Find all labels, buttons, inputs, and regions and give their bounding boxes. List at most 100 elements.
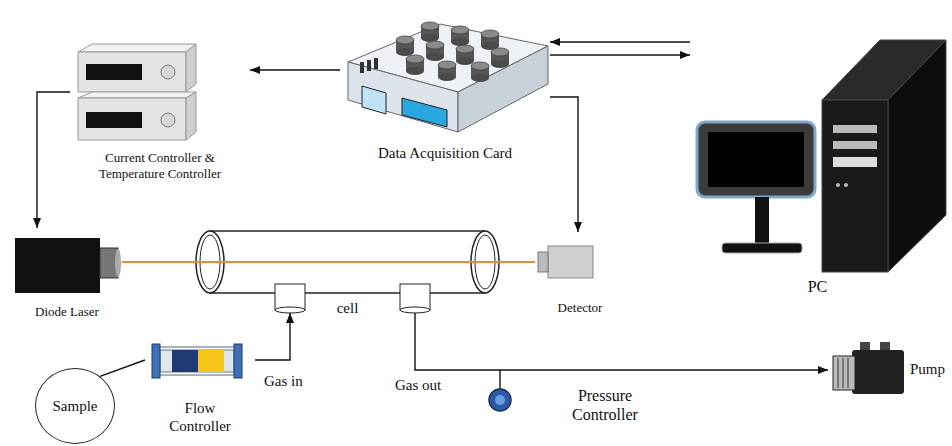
controller-illustration (186, 92, 196, 140)
node-label: PC (690, 277, 945, 296)
controller-unit: Current Controller & Temperature Control… (70, 40, 250, 181)
text-group: Pump (910, 360, 945, 378)
text-group: Detector (535, 300, 625, 316)
cell-illustration (275, 284, 305, 310)
edge-label-patch: Gas out (393, 376, 443, 394)
cell-illustration (400, 307, 430, 313)
controller-illustration (86, 112, 142, 128)
node-label: Flow Controller (158, 399, 242, 435)
gas-cell: cell (190, 225, 505, 313)
cell-illustration (400, 284, 430, 310)
daq-card: Data Acquisition Card (340, 8, 550, 162)
connector (550, 97, 578, 232)
pressure-gauge-illustration (489, 389, 511, 411)
controller-illustration (78, 98, 186, 140)
text-group: cell (190, 299, 505, 317)
daq-illustration (402, 98, 447, 127)
daq-illustration (396, 36, 414, 56)
computer-illustration (697, 122, 815, 197)
connector (37, 92, 70, 228)
daq-illustration (348, 22, 548, 132)
node-label: Current Controller & Temperature Control… (85, 150, 235, 181)
detector-illustration (548, 246, 593, 278)
laser-illustration (115, 249, 121, 277)
flow-controller-illustration (160, 350, 234, 372)
flow-controller-illustration (160, 375, 234, 376)
daq-illustration (491, 48, 509, 68)
pressure-controller: Pressure Controller (488, 386, 668, 424)
sample-bag: Sample (35, 368, 115, 444)
flow-controller-illustration (152, 344, 160, 378)
node-label: Pressure Controller (550, 386, 660, 424)
daq-illustration (362, 86, 386, 114)
laser-source: Diode Laser (12, 228, 122, 320)
detector-illustration (538, 252, 548, 272)
computer-illustration (822, 100, 888, 272)
connector (255, 313, 290, 360)
flow-controller: Flow Controller (145, 342, 255, 435)
daq-illustration (374, 58, 378, 69)
pump-illustration (880, 342, 890, 351)
controller-illustration (78, 44, 196, 52)
text-group: Data Acquisition Card (340, 144, 550, 162)
computer-illustration (836, 183, 840, 187)
computer-illustration (755, 197, 769, 243)
computer-illustration (833, 125, 877, 133)
node-label: Data Acquisition Card (340, 144, 550, 162)
flow-controller-illustration (172, 350, 198, 372)
pressure-gauge-illustration (499, 370, 501, 389)
pressure-gauge-illustration (489, 370, 511, 411)
cell-illustration (275, 307, 305, 313)
daq-illustration (367, 60, 371, 71)
daq-illustration (348, 62, 458, 132)
detector-illustration (538, 246, 593, 278)
text-group: Pressure Controller (550, 386, 668, 424)
computer-illustration (844, 183, 848, 187)
connector (550, 54, 690, 55)
computer-illustration (888, 40, 946, 272)
controller-illustration (78, 92, 196, 98)
flow-controller-illustration (234, 344, 242, 378)
vacuum-pump: Pump (828, 338, 948, 400)
controller-illustration (161, 65, 175, 79)
pump-illustration (843, 358, 844, 388)
controller-illustration (78, 52, 186, 92)
daq-illustration (421, 22, 439, 42)
controller-illustration (161, 113, 175, 127)
connector (550, 41, 690, 42)
laser-illustration (15, 238, 100, 293)
pump-illustration (852, 350, 904, 394)
daq-illustration (406, 55, 424, 75)
text-group: Flow Controller (145, 399, 255, 435)
pump-illustration (838, 358, 839, 388)
computer-illustration (708, 132, 804, 187)
connector (100, 360, 145, 376)
pressure-gauge-illustration (495, 395, 505, 405)
pump-illustration (848, 358, 849, 388)
text-group: Sample (53, 397, 98, 415)
computer-illustration (833, 157, 877, 167)
controller-illustration (186, 44, 196, 92)
computer-illustration (722, 243, 802, 253)
text-group: PC (690, 277, 945, 296)
computer-illustration (833, 141, 877, 149)
connector (250, 69, 340, 70)
node-label: Detector (535, 300, 625, 316)
cell-illustration (210, 292, 485, 294)
computer: PC (690, 15, 945, 296)
flow-controller-illustration (198, 350, 224, 372)
text-group: Current Controller & Temperature Control… (70, 150, 250, 181)
pump-illustration (833, 356, 855, 390)
daq-illustration (451, 26, 469, 46)
edge-label: Gas out (395, 376, 441, 394)
node-label: cell (190, 299, 505, 317)
daq-illustration (426, 41, 444, 61)
edge-label-patch: Gas in (262, 372, 305, 390)
daq-illustration (471, 62, 489, 82)
daq-illustration (456, 45, 474, 65)
node-label: Pump (910, 360, 945, 378)
daq-illustration (360, 62, 364, 73)
detector-unit: Detector (535, 232, 625, 316)
flow-controller-illustration (160, 347, 234, 348)
